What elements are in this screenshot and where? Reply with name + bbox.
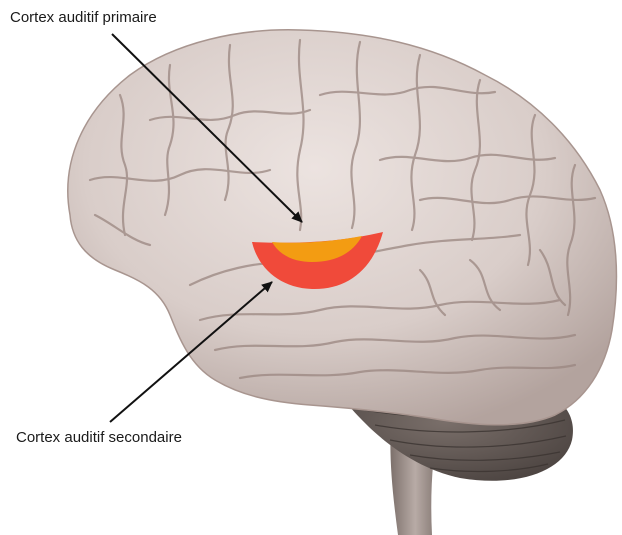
secondary-auditory-cortex-label: Cortex auditif secondaire (16, 430, 182, 445)
cerebrum (68, 30, 617, 425)
primary-auditory-cortex-label: Cortex auditif primaire (10, 10, 157, 25)
